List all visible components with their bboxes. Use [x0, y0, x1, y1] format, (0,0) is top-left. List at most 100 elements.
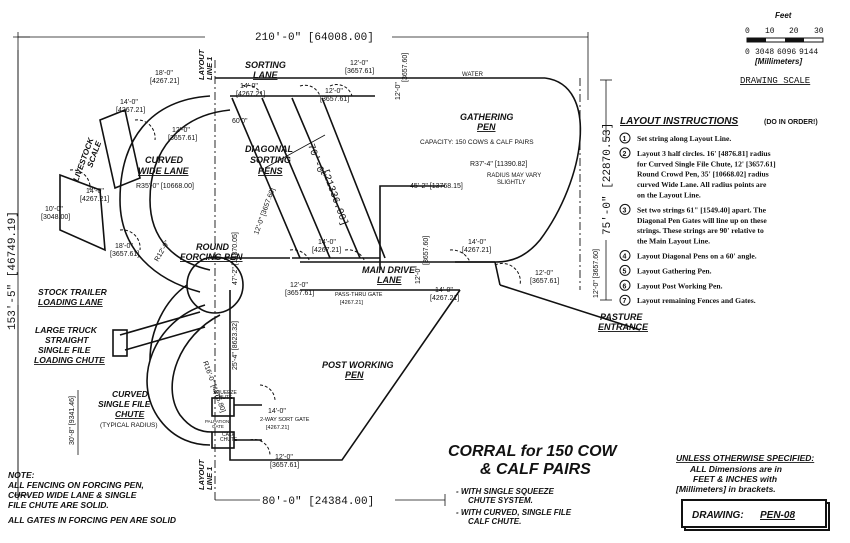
- pasture-2: ENTRANCE: [598, 322, 649, 332]
- instructions-subtitle: (DO IN ORDER!): [764, 119, 818, 126]
- step-text-line: Layout Post Working Pen.: [637, 281, 723, 290]
- scale-ft-10: 10: [765, 27, 775, 36]
- sort-gate-mm: [4267.21]: [266, 425, 289, 431]
- curved-wide-lane-2: WIDE LANE: [138, 166, 189, 176]
- stock-trailer-1: STOCK TRAILER: [38, 287, 108, 297]
- large-truck-2: STRAIGHT: [45, 335, 89, 345]
- main-drive-1: MAIN DRIVE: [362, 265, 416, 275]
- scale-mm-6096: 6096: [777, 48, 796, 57]
- scale-ft-30: 30: [814, 27, 824, 36]
- unless-title: UNLESS OTHERWISE SPECIFIED:: [676, 453, 814, 463]
- dim-14b: 14'-0": [120, 99, 138, 106]
- diagonal-pens-2: SORTING: [250, 155, 291, 165]
- notes-title: NOTE:: [8, 470, 35, 480]
- step-number-circle: [619, 294, 631, 306]
- dim-r12: R12'-0": [154, 239, 172, 263]
- dim-14c-mm: [4267.21]: [80, 196, 109, 203]
- dim-12lane: 12'-0": [415, 266, 422, 284]
- dim-18a-mm: [4267.21]: [150, 78, 179, 85]
- dim-18a: 18'-0": [155, 70, 173, 77]
- step-number: 3: [623, 207, 627, 214]
- corral-note-1: - WITH SINGLE SQUEEZE: [456, 487, 554, 496]
- diagonal-pens-1: DIAGONAL: [245, 144, 293, 154]
- layout-line-bot-1: LAYOUT: [197, 458, 206, 490]
- scale-label: DRAWING SCALE: [740, 76, 810, 86]
- gathering-pen-1: GATHERING: [460, 112, 513, 122]
- scale-mm-0: 0: [745, 48, 750, 57]
- dim-12top-mm: [3657.61]: [345, 68, 374, 75]
- dim-12h: 12'-0": [275, 454, 293, 461]
- step-text-line: for Curved Single File Chute, 12' [3657.…: [637, 159, 776, 168]
- step-number-circle: [619, 279, 631, 291]
- step-number: 6: [623, 283, 627, 290]
- dim-12b: 12'-0": [325, 88, 343, 95]
- stock-trailer-2: LOADING LANE: [38, 297, 103, 307]
- sorting-lane-2: LANE: [253, 70, 278, 80]
- layout-line-top-2: LINE 1: [205, 57, 214, 80]
- step-text-line: Layout 3 half circles. 16' [4876.81] rad…: [637, 149, 771, 158]
- drawing-scale: Feet 0 10 20 30 0 3048 6096 9144 [Millim…: [740, 11, 824, 86]
- curved-wide-lane-1: CURVED: [145, 155, 184, 165]
- diagonal-pens-3: PENS: [258, 166, 283, 176]
- water-label: WATER: [462, 72, 484, 78]
- instructions-title: LAYOUT INSTRUCTIONS: [620, 116, 738, 127]
- dim-r35: R35'-0" [10668.00]: [136, 183, 194, 190]
- radius-note-1: RADIUS MAY VARY: [487, 173, 541, 179]
- dim-14c: 14'-0": [86, 188, 104, 195]
- step-number-circle: [619, 147, 631, 159]
- post-working-2: PEN: [345, 370, 364, 380]
- scale-mm-3048: 3048: [755, 48, 774, 57]
- dim-18b-mm: [3657.61]: [110, 251, 139, 258]
- gathering-pen-2: PEN: [477, 122, 496, 132]
- radius-note-2: SLIGHTLY: [497, 180, 526, 186]
- notes-line-4: ALL GATES IN FORCING PEN ARE SOLID: [7, 515, 176, 525]
- post-working-1: POST WORKING: [322, 360, 394, 370]
- dim-12f-mm: [3657.61]: [530, 278, 559, 285]
- sort-gate-label: 2-WAY SORT GATE: [260, 417, 310, 423]
- dim-14b-mm: [4267.21]: [116, 107, 145, 114]
- dim-12gate-mm: [3657.61]: [285, 290, 314, 297]
- step-text-line: Round Crowd Pen, 35' [10668.02] radius: [637, 170, 769, 179]
- corral-note-4: CALF CHUTE.: [468, 517, 521, 526]
- dim-12c-mm: [3657.61]: [168, 135, 197, 142]
- round-forcing-2: FORCING PEN: [180, 252, 243, 262]
- palpation-2: GATE: [212, 424, 224, 429]
- dim-47: 47'-2" [14370.05]: [232, 232, 239, 285]
- gate-swing-arcs: [69, 84, 521, 457]
- step-number-circle: [619, 264, 631, 276]
- step-number-circle: [619, 250, 631, 261]
- diagram-labels: 210'-0" [64008.00] 153'-5" [46749.19] 80…: [7, 32, 649, 508]
- step-text-line: Set string along Layout Line.: [637, 134, 731, 143]
- dim-12h-mm: [3657.61]: [270, 462, 299, 469]
- overall-height: 153'-5" [46749.19]: [7, 211, 19, 330]
- notes-line-3: FILE CHUTE ARE SOLID.: [8, 500, 109, 510]
- calf-2: CHUTE: [220, 437, 238, 443]
- step-number-circle: [619, 203, 631, 215]
- dim-r37: R37'-4" [11390.82]: [470, 161, 527, 168]
- scale-mm-9144: 9144: [799, 48, 818, 57]
- layout-line-bot-2: LINE 1: [205, 467, 214, 490]
- dim-12v-mm: [3657.60]: [402, 53, 409, 82]
- step-text-line: Layout Diagonal Pens on a 60' angle.: [637, 252, 757, 261]
- dim-12gate: 12'-0": [290, 282, 308, 289]
- step-number: 7: [623, 298, 627, 305]
- scale-bar-fill-2: [785, 38, 804, 42]
- large-truck-1: LARGE TRUCK: [35, 325, 98, 335]
- corral-title-2: & CALF PAIRS: [480, 461, 591, 478]
- step-number: 5: [623, 268, 627, 275]
- dim-12v: 12'-0": [395, 82, 402, 100]
- pasture-1: PASTURE: [600, 312, 643, 322]
- unless-line-2: FEET & INCHES with: [693, 474, 777, 484]
- dim-10: 10'-0": [45, 206, 63, 213]
- dim-12g: 12'-0" [3657.60]: [593, 249, 600, 298]
- dimension-lines: [13, 32, 612, 506]
- layout-line-top-1: LAYOUT: [197, 48, 206, 80]
- scale-title: Feet: [775, 11, 792, 20]
- dim-45: 45'-2" [13768.15]: [410, 183, 463, 190]
- unless-line-3: [Millimeters] in brackets.: [675, 484, 776, 494]
- dim-14f: 14'-0": [435, 287, 453, 294]
- drawing-label: DRAWING:: [692, 510, 744, 521]
- curved-chute-3: CHUTE: [115, 409, 145, 419]
